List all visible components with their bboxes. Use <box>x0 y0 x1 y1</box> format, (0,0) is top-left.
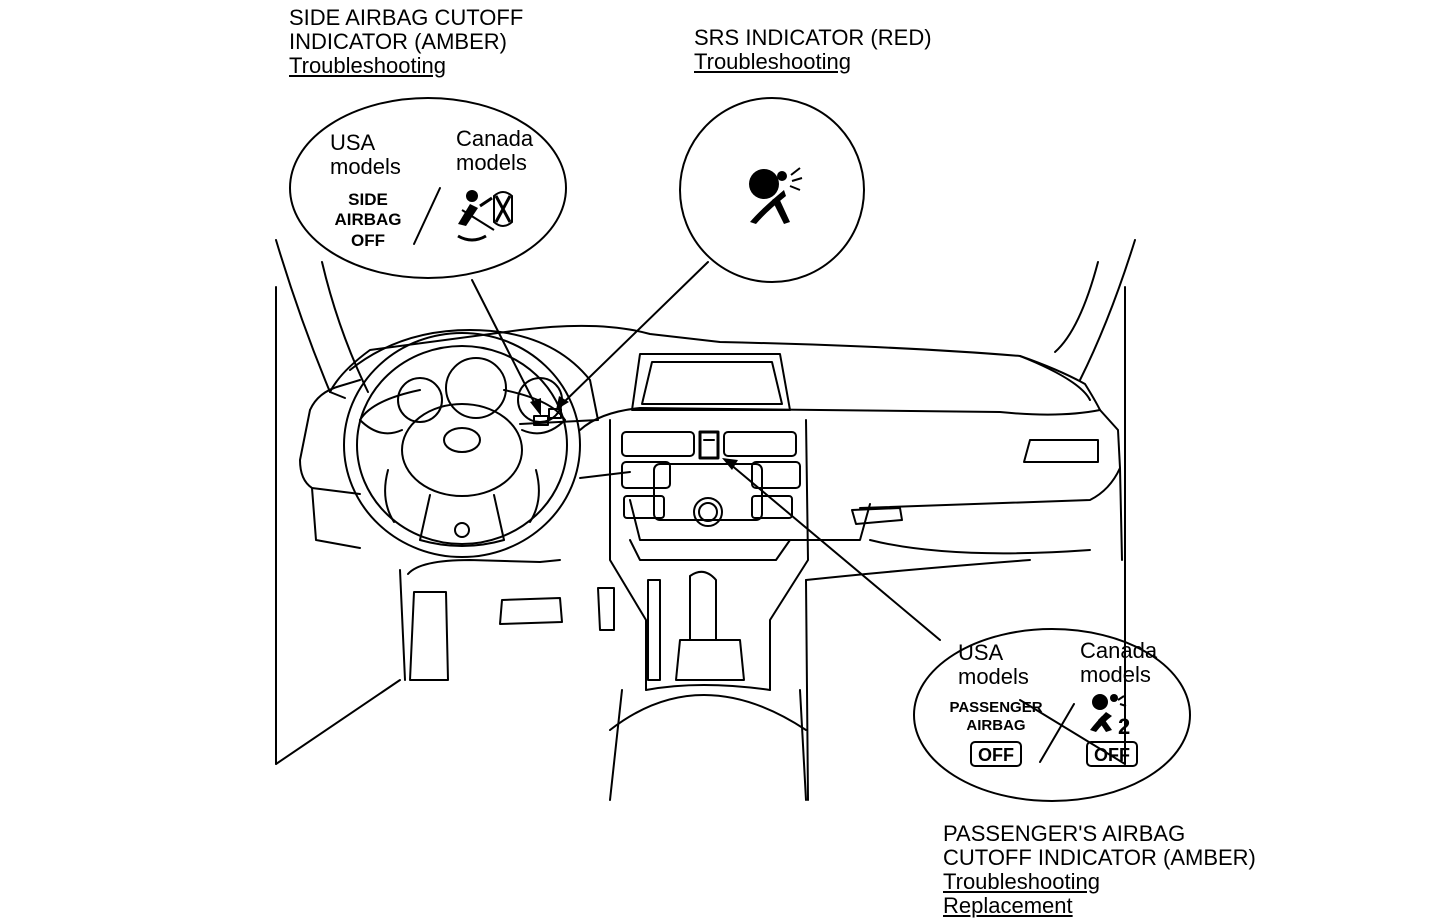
passenger-airbag-title-line1: PASSENGER'S AIRBAG <box>943 821 1186 846</box>
center-vents <box>609 419 809 691</box>
passenger-airbag-switch-location <box>698 430 720 460</box>
pass-usa-line2: models <box>958 664 1029 689</box>
passenger-dash-details <box>805 439 1099 801</box>
pass-usa-indicator-line2: AIRBAG <box>966 717 1025 734</box>
center-display <box>631 353 791 411</box>
canada-indicator-number: 2 <box>1118 714 1130 739</box>
steering-wheel <box>343 332 581 558</box>
a-pillar-left <box>275 239 369 765</box>
side-usa-indicator-line3: OFF <box>351 231 385 250</box>
center-console <box>609 570 807 801</box>
side-airbag-title-line1: SIDE AIRBAG CUTOFF <box>289 5 524 30</box>
usa-off-badge-label: OFF <box>978 745 1014 765</box>
arrow-heads <box>530 396 738 470</box>
passenger-airbag-troubleshooting-link[interactable]: Troubleshooting <box>943 869 1100 894</box>
passenger-airbag-person-icon <box>1090 694 1127 732</box>
pass-canada-line1: Canada <box>1080 638 1158 663</box>
srs-callout-circle <box>679 97 865 283</box>
side-canada-line1: Canada <box>456 126 534 151</box>
passenger-airbag-title-line2: CUTOFF INDICATOR (AMBER) <box>943 845 1256 870</box>
passenger-airbag-replacement-link[interactable]: Replacement <box>943 893 1073 918</box>
side-airbag-troubleshooting-link[interactable]: Troubleshooting <box>289 53 446 78</box>
side-canada-line2: models <box>456 150 527 175</box>
srs-airbag-person-icon <box>749 167 803 224</box>
passenger-airbag-divider <box>1039 703 1075 763</box>
side-airbag-caption: SIDE AIRBAG CUTOFF INDICATOR (AMBER) Tro… <box>289 6 523 78</box>
usa-off-badge <box>970 741 1022 767</box>
canada-off-badge <box>1086 741 1138 767</box>
pass-canada-line2: models <box>1080 662 1151 687</box>
side-airbag-callout-circle <box>289 97 567 279</box>
side-usa-line1: USA <box>330 130 376 155</box>
pass-usa-indicator-line1: PASSENGER <box>949 699 1042 716</box>
leader-arrows <box>471 261 941 641</box>
srs-caption: SRS INDICATOR (RED) Troubleshooting <box>694 26 932 74</box>
instrument-cluster <box>349 329 599 426</box>
side-airbag-divider <box>413 187 441 245</box>
srs-title-line1: SRS INDICATOR (RED) <box>694 25 932 50</box>
side-airbag-title-line2: INDICATOR (AMBER) <box>289 29 507 54</box>
side-usa-indicator-line1: SIDE <box>348 190 388 209</box>
floor-pedals <box>275 559 1126 765</box>
srs-troubleshooting-link[interactable]: Troubleshooting <box>694 49 851 74</box>
side-airbag-off-symbol-icon <box>457 190 513 242</box>
passenger-airbag-callout-circle <box>913 628 1191 802</box>
canada-off-badge-label: OFF <box>1094 745 1130 765</box>
a-pillar-right <box>1054 239 1136 765</box>
pass-usa-line1: USA <box>958 640 1004 665</box>
passenger-airbag-caption: PASSENGER'S AIRBAG CUTOFF INDICATOR (AMB… <box>943 822 1256 918</box>
side-usa-indicator-line2: AIRBAG <box>334 210 401 229</box>
side-usa-line2: models <box>330 154 401 179</box>
